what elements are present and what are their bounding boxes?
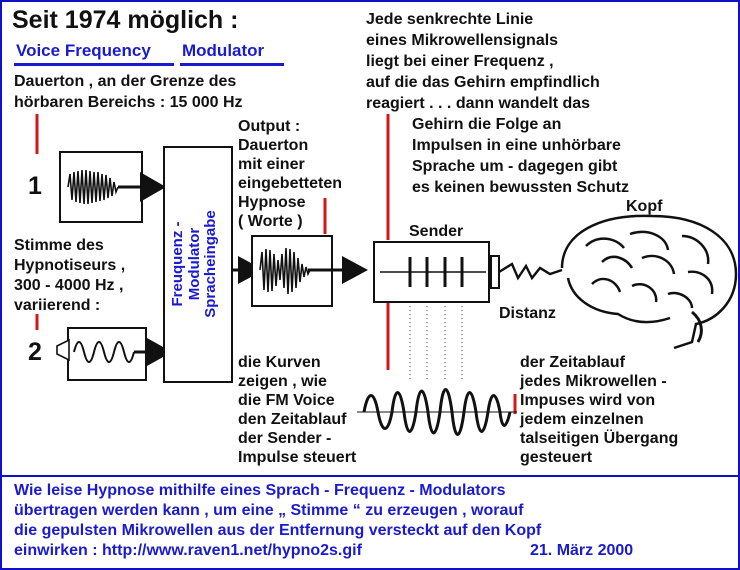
footer-date: 21. März 2000: [530, 542, 634, 559]
stimme-line-4: variierend :: [14, 297, 101, 314]
output-text: Output : Dauerton mit einer eingebettete…: [238, 119, 342, 230]
curves-line-2: zeigen , wie: [238, 373, 327, 390]
curves-line-1: die Kurven: [238, 354, 321, 371]
right-text-line-1: Jede senkrechte Linie: [366, 11, 534, 28]
right-text-a: Jede senkrechte Linie eines Mikrowellens…: [366, 12, 600, 112]
right-text-line-2: eines Mikrowellensignals: [366, 32, 559, 49]
stimme-line-3: 300 - 4000 Hz ,: [14, 277, 124, 294]
waveform-2: [73, 341, 135, 363]
kopf-label: Kopf: [626, 198, 663, 215]
output-arrow-head: [342, 256, 368, 284]
input-number-1: 1: [28, 172, 42, 200]
output-line-5: Hypnose: [238, 194, 306, 211]
timing-line-3: Impuses wird von: [520, 392, 656, 409]
timing-line-5: talseitigen Übergang: [520, 430, 679, 447]
distanz-label: Distanz: [499, 305, 556, 322]
arrow-2-head: [147, 338, 172, 366]
speaker-icon: [56, 338, 70, 362]
footer-prefix: einwirken :: [14, 542, 98, 559]
output-line-6: ( Worte ): [238, 213, 303, 230]
sender-pulses: [408, 257, 464, 287]
head-illustration: [560, 214, 738, 350]
output-line-1: Output :: [238, 118, 301, 135]
intro-text: Dauerton , an der Grenze des hörbaren Be…: [14, 74, 243, 111]
modulator-label: Freuquenz - Modulator Spracheingabe: [169, 154, 220, 374]
footer-line-2: übertragen werden kann , um eine „ Stimm…: [14, 502, 524, 519]
intro-line-1: Dauerton , an der Grenze des: [14, 73, 237, 90]
footer-line-4: einwirken : http://www.raven1.net/hypno2…: [14, 543, 541, 559]
subtitle-underline-2: [180, 63, 284, 66]
curves-line-3: die FM Voice: [238, 392, 335, 409]
arrow-1-head: [140, 172, 166, 202]
subtitle-voice-frequency: Voice Frequency: [16, 41, 151, 60]
timing-line-1: der Zeitablauf: [520, 354, 625, 371]
stimme-text: Stimme des Hypnotiseurs , 300 - 4000 Hz …: [14, 238, 125, 314]
page-title: Seit 1974 möglich :: [12, 6, 239, 34]
curves-line-5: der Sender -: [238, 430, 332, 447]
intro-line-2: hörbaren Bereichs : 15 000 Hz: [14, 94, 243, 111]
input-number-2: 2: [28, 338, 42, 366]
footer-line-3: die gepulsten Mikrowellen aus der Entfer…: [14, 522, 542, 539]
right-text-b: Gehirn die Folge an Impulsen in eine unh…: [412, 117, 629, 196]
footer-url-link[interactable]: http://www.raven1.net/hypno2s.gif: [102, 542, 362, 559]
stimme-line-1: Stimme des: [14, 237, 104, 254]
subtitle-modulator: Modulator: [182, 41, 265, 60]
output-waveform: [259, 247, 311, 295]
footer-line-1: Wie leise Hypnose mithilfe eines Sprach …: [14, 482, 506, 499]
emitter: [490, 255, 500, 289]
sender-label: Sender: [409, 223, 464, 240]
dotted-guides: [409, 302, 463, 382]
right-text-line-4: auf die das Gehirn empfindlich: [366, 74, 600, 91]
footer-text: Wie leise Hypnose mithilfe eines Sprach …: [14, 483, 541, 559]
right-text-line-7: Impulsen in eine unhörbare: [412, 137, 621, 154]
right-text-line-8: Sprache um - dagegen gibt: [412, 158, 618, 175]
modulator-label-line-2: Modulator: [185, 227, 203, 301]
waveform-1: [67, 169, 119, 205]
curves-line-6: Impulse steuert: [238, 449, 357, 466]
right-text-line-3: liegt bei einer Frequenz ,: [366, 53, 554, 70]
output-line-2: Dauerton: [238, 137, 309, 154]
timing-text: der Zeitablauf jedes Mikrowellen - Impus…: [520, 355, 678, 466]
subtitle-underline-1: [14, 63, 174, 66]
modulator-box: [163, 146, 233, 383]
input-box-2: [67, 327, 147, 381]
curves-line-4: den Zeitablauf: [238, 411, 347, 428]
modulator-label-line-3: Spracheingabe: [202, 210, 219, 318]
curves-text: die Kurven zeigen , wie die FM Voice den…: [238, 355, 356, 466]
modulator-label-line-1: Freuquenz -: [169, 221, 186, 307]
right-text-line-5: reagiert . . . dann wandelt das: [366, 95, 591, 112]
stimme-line-2: Hypnotiseurs ,: [14, 257, 126, 274]
timing-line-6: gesteuert: [520, 449, 593, 466]
output-line-4: eingebetteten: [238, 175, 343, 192]
right-text-line-6: Gehirn die Folge an: [412, 116, 562, 133]
timing-line-4: jedem einzelnen: [520, 411, 644, 428]
right-text-line-9: es keinen bewussten Schutz: [412, 179, 629, 196]
timing-line-2: jedes Mikrowellen -: [520, 373, 667, 390]
output-line-3: mit einer: [238, 156, 305, 173]
emission-zigzag: [498, 262, 563, 281]
